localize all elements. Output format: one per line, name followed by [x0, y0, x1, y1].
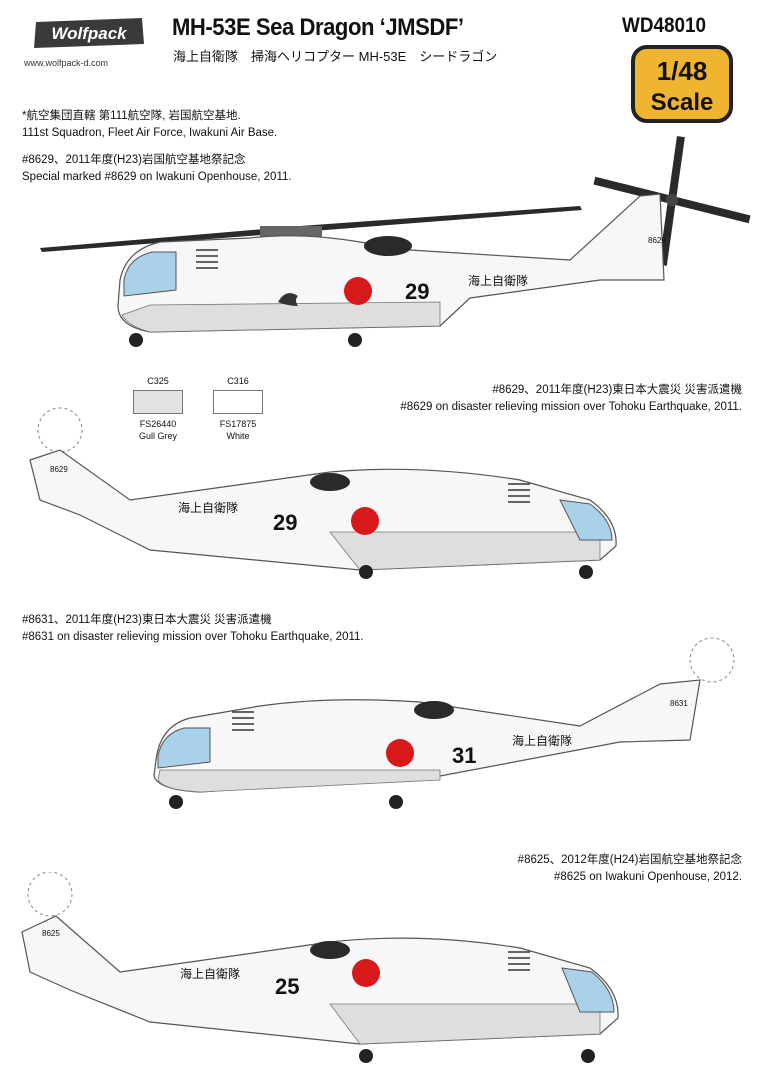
tail-code: 8629 [648, 236, 666, 245]
jmsdf-kanji: 海上自衛隊 [180, 966, 240, 981]
modex-number: 29 [405, 279, 429, 304]
helicopter-profile-2: 29 海上自衛隊 8629 [0, 400, 768, 595]
tail-code: 8629 [50, 465, 68, 474]
profile-1-captions: *航空集団直轄 第111航空隊, 岩国航空基地. 111st Squadron,… [22, 108, 292, 186]
color-swatches: C325 FS26440 Gull Grey C316 FS17875 Whit… [128, 376, 268, 442]
helicopter-profile-4: 25 海上自衛隊 8625 [0, 871, 768, 1077]
website-url[interactable]: www.wolfpack-d.com [24, 58, 109, 68]
tail-rotor-disc [27, 871, 73, 917]
tail-rotor-disc [37, 407, 83, 453]
caption-ja: #8629、2011年度(H23)東日本大震災 災害派遣機 [492, 384, 742, 396]
swatch-fs: FS26440 [139, 419, 177, 429]
product-code: WD48010 [622, 14, 707, 37]
profile-4-captions: #8625、2012年度(H24)岩国航空基地祭記念 #8625 on Iwak… [518, 852, 742, 886]
caption-en: #8631 on disaster relieving mission over… [22, 631, 364, 643]
jmsdf-kanji: 海上自衛隊 [512, 733, 572, 748]
swatch-code: C316 [227, 376, 249, 386]
swatch-chip [213, 390, 263, 414]
dragon-emblem [278, 293, 298, 306]
profile-2-captions: #8629、2011年度(H23)東日本大震災 災害派遣機 #8629 on d… [400, 382, 742, 416]
profile-3-captions: #8631、2011年度(H23)東日本大震災 災害派遣機 #8631 on d… [22, 612, 364, 646]
swatch-chip [133, 390, 183, 414]
swatch-gull-grey: C325 FS26440 Gull Grey [128, 376, 188, 442]
jmsdf-kanji: 海上自衛隊 [178, 500, 238, 515]
modex-number: 25 [275, 974, 299, 999]
jmsdf-kanji: 海上自衛隊 [468, 273, 528, 288]
caption-ja: *航空集団直轄 第111航空隊, 岩国航空基地. [22, 110, 241, 122]
page-subtitle: 海上自衛隊 掃海ヘリコプター MH-53E シードラゴン [173, 49, 498, 64]
caption-ja: #8625、2012年度(H24)岩国航空基地祭記念 [517, 854, 742, 866]
swatch-code: C325 [147, 376, 169, 386]
scale-badge: 1/48 Scale [630, 44, 734, 124]
wolfpack-logo: Wolfpack [30, 14, 148, 52]
tail-code: 8625 [42, 929, 60, 938]
caption-en: #8625 on Iwakuni Openhouse, 2012. [554, 871, 742, 883]
swatch-white: C316 FS17875 White [208, 376, 268, 442]
helicopter-profile-3: 31 海上自衛隊 8631 [0, 630, 768, 825]
caption-ja: #8629、2011年度(H23)岩国航空基地祭記念 [22, 154, 246, 166]
helicopter-profile-1: 29 海上自衛隊 8629 [0, 130, 768, 375]
page-title: MH-53E Sea Dragon ‘JMSDF’ [172, 14, 464, 41]
scale-word: Scale [651, 89, 714, 116]
modex-number: 31 [452, 743, 476, 768]
caption-en: #8629 on disaster relieving mission over… [400, 401, 742, 413]
swatch-fs: FS17875 [219, 419, 257, 429]
caption-en: 111st Squadron, Fleet Air Force, Iwakuni… [22, 127, 278, 139]
modex-number: 29 [273, 510, 297, 535]
swatch-name: White [226, 431, 250, 441]
tail-rotor-disc [689, 637, 735, 683]
caption-en: Special marked #8629 on Iwakuni Openhous… [22, 171, 292, 183]
scale-value: 1/48 [657, 56, 708, 86]
caption-ja: #8631、2011年度(H23)東日本大震災 災害派遣機 [22, 614, 272, 626]
brand-name: Wolfpack [51, 24, 128, 43]
tail-rotor [593, 136, 751, 266]
tail-code: 8631 [670, 699, 688, 708]
swatch-name: Gull Grey [138, 431, 177, 441]
